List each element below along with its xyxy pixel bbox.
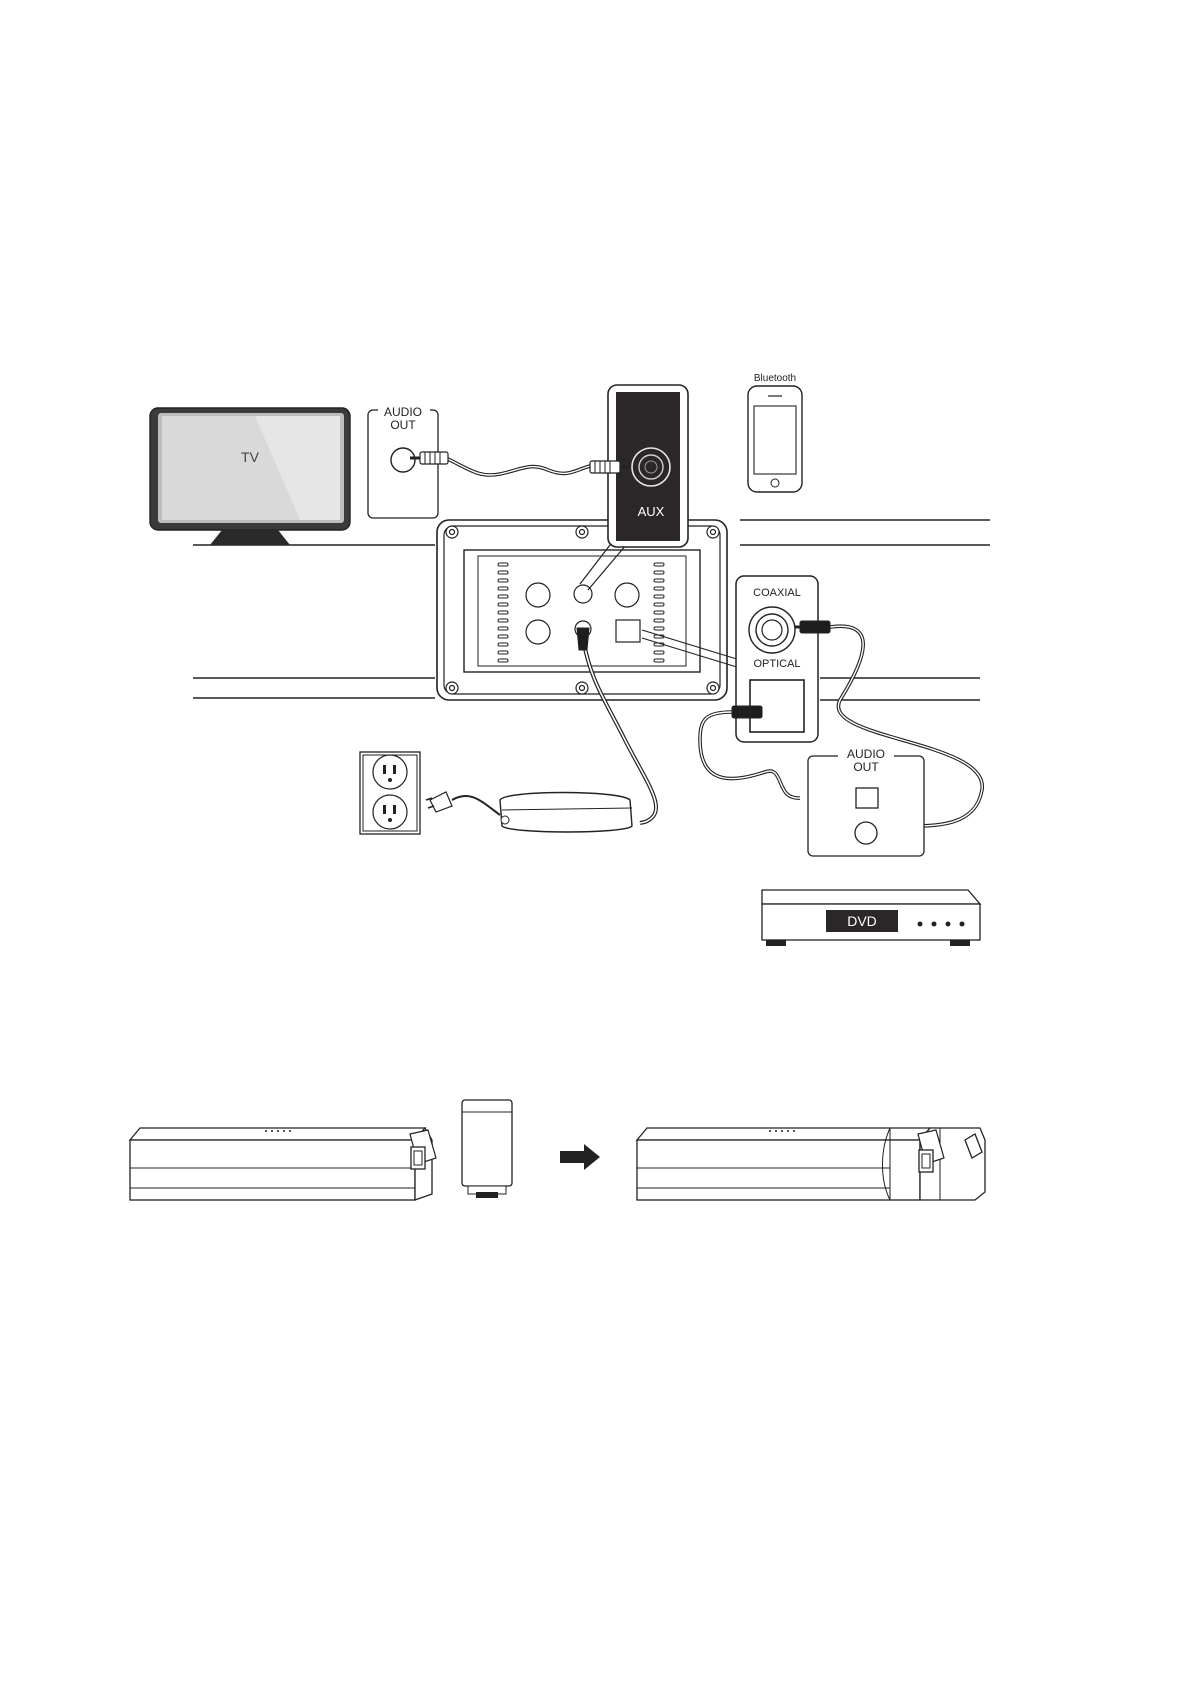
dvd-audio-out-label-2: OUT — [853, 760, 879, 774]
tv-audio-jack-icon — [391, 448, 415, 472]
dvd-player-icon: DVD — [762, 890, 980, 946]
right-arrow-icon — [560, 1144, 600, 1170]
dvd-audio-out: AUDIO OUT — [808, 746, 924, 856]
soundbar-left — [130, 1128, 436, 1200]
dvd-label: DVD — [847, 913, 877, 929]
soundbar-module — [462, 1100, 512, 1198]
tv-audio-out-label-1: AUDIO — [384, 405, 422, 419]
dvd-coaxial-jack-icon — [855, 822, 877, 844]
rear-panel — [437, 520, 727, 700]
aux-label: AUX — [638, 504, 665, 519]
tv-label: TV — [241, 449, 260, 465]
aux-cable — [410, 452, 630, 475]
wall-outlet-icon — [360, 752, 420, 834]
dvd-optical-jack-icon — [856, 788, 878, 808]
tv-icon: TV — [150, 408, 350, 545]
coaxial-label: COAXIAL — [753, 587, 801, 599]
power-adapter-icon — [426, 792, 632, 832]
soundbar-combined — [637, 1128, 985, 1200]
tv-audio-out-label-2: OUT — [390, 418, 416, 432]
dvd-audio-out-label-1: AUDIO — [847, 747, 885, 761]
bluetooth-label: Bluetooth — [754, 373, 796, 384]
bluetooth-phone-icon: Bluetooth — [748, 373, 802, 492]
optical-label: OPTICAL — [753, 658, 800, 670]
